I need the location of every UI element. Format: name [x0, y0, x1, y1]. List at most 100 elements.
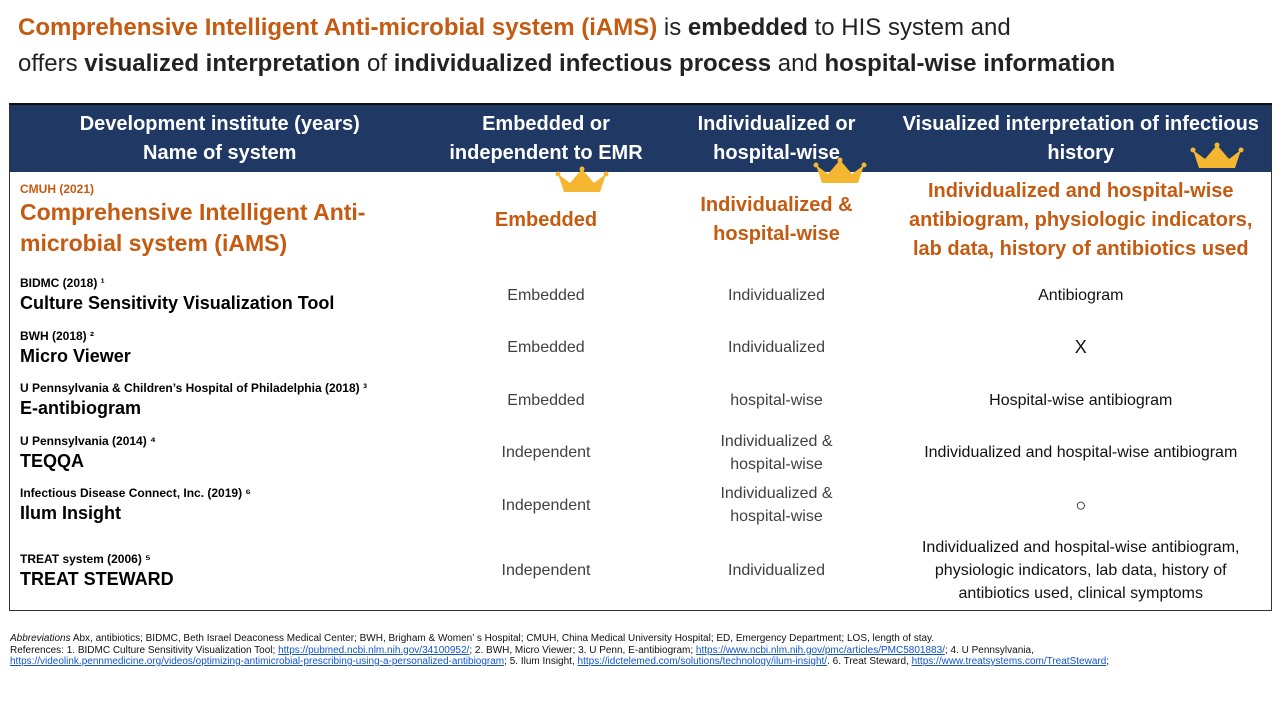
table-row: BWH (2018) ² Micro Viewer Embedded Individu… — [10, 322, 1272, 375]
reference-link[interactable]: https://www.treatsystems.com/TreatStewar… — [911, 656, 1107, 667]
cell-line: Hospital-wise antibiogram — [989, 391, 1173, 409]
table-row: CMUH (2021) Comprehensive Intelligent Ant… — [10, 172, 1272, 269]
scope-cell: Individualized — [663, 269, 891, 322]
institute-label: TREAT system (2006) ⁵ — [20, 551, 151, 566]
headline-line-1: Comprehensive Intelligent Anti-microbial… — [18, 10, 1268, 46]
visual-cell: ○ — [891, 479, 1272, 532]
cell-line: Individualized — [728, 339, 825, 357]
table-row: U Pennsylvania (2014) ⁴ TEQQA Independent I… — [10, 427, 1272, 480]
headline: Comprehensive Intelligent Anti-microbial… — [18, 10, 1268, 82]
system-cell: CMUH (2021) Comprehensive Intelligent Ant… — [10, 172, 430, 269]
institute-label: CMUH (2021) — [20, 182, 95, 197]
header-development-institute: Development institute (years) Name of sy… — [9, 103, 430, 172]
scope-cell: Individualized & hospital-wise — [663, 427, 891, 480]
embedded-cell: Embedded — [430, 269, 663, 322]
system-name: TREAT STEWARD — [20, 568, 174, 589]
table-header-row: Development institute (years) Name of sy… — [9, 103, 1272, 172]
emphasis-text: hospital-wise information — [824, 50, 1116, 77]
table-row: BIDMC (2018) ¹ Culture Sensitivity Visual… — [10, 269, 1272, 322]
cell-line: hospital-wise — [713, 223, 840, 246]
embedded-cell: Embedded — [430, 172, 663, 269]
reference-link[interactable]: https://idctelemed.com/solutions/technol… — [577, 656, 828, 667]
headline-line-2: offers visualized interpretation of indi… — [18, 46, 1268, 82]
system-name: Comprehensive Intelligent Anti-microbial… — [20, 199, 366, 257]
cell-line: Independent — [501, 444, 591, 462]
institute-label: BIDMC (2018) ¹ — [20, 276, 105, 291]
institute-label: BWH (2018) ² — [20, 328, 95, 343]
text-segment: offers — [18, 50, 85, 77]
text-segment: ; 5. Ilum Insight, — [504, 656, 578, 667]
cell-line: Embedded — [507, 286, 585, 304]
emphasis-text: individualized infectious process — [393, 50, 772, 77]
table-row: Infectious Disease Connect, Inc. (2019) … — [10, 479, 1272, 532]
system-cell: BWH (2018) ² Micro Viewer — [10, 322, 430, 375]
system-cell: BIDMC (2018) ¹ Culture Sensitivity Visual… — [10, 269, 430, 322]
institute-label: Infectious Disease Connect, Inc. (2019) … — [20, 486, 251, 501]
crown-icon — [555, 166, 609, 192]
system-name: Culture Sensitivity Visualization Tool — [20, 293, 335, 314]
cell-line: Independent — [501, 562, 591, 580]
cell-line: Individualized — [728, 562, 825, 580]
cell-line: physiologic indicators, lab data, histor… — [934, 562, 1227, 580]
visual-cell: Individualized and hospital-wise antibio… — [891, 427, 1272, 480]
cell-line: X — [1074, 337, 1087, 358]
header-embedded: Embedded or independent to EMR — [429, 103, 663, 172]
system-name: Micro Viewer — [20, 345, 131, 366]
visual-cell: Individualized and hospital-wise antibio… — [891, 532, 1272, 611]
cell-line: Individualized and hospital-wise antibio… — [921, 539, 1240, 557]
scope-cell: hospital-wise — [663, 374, 891, 427]
cell-line: hospital-wise — [730, 508, 823, 526]
scope-cell: Individualized — [663, 532, 891, 611]
text-segment: ; 2. BWH, Micro Viewer; 3. U Penn, E-ant… — [469, 644, 696, 656]
visual-cell: Hospital-wise antibiogram — [891, 374, 1272, 427]
text-segment: to HIS system and — [807, 14, 1011, 41]
embedded-cell: Independent — [430, 427, 663, 480]
text-segment: is — [657, 14, 688, 41]
comparison-table: Development institute (years) Name of sy… — [9, 103, 1272, 611]
cell-line: antibiogram, physiologic indicators, — [909, 208, 1253, 231]
cell-line: Individualized & — [700, 194, 853, 217]
institute-label: U Pennsylvania & Children’s Hospital of … — [20, 381, 367, 396]
cell-line: Individualized and hospital-wise antibio… — [924, 444, 1238, 462]
embedded-cell: Independent — [430, 532, 663, 611]
system-highlight: Comprehensive Intelligent Anti-microbial… — [18, 14, 658, 41]
system-cell: Infectious Disease Connect, Inc. (2019) … — [10, 479, 430, 532]
reference-link[interactable]: https://videolink.pennmedicine.org/video… — [10, 656, 505, 667]
cell-line: Individualized & — [720, 432, 833, 450]
abbreviations-line: Abbreviations Abx, antibiotics; BIDMC, B… — [10, 633, 935, 644]
emphasis-text: visualized interpretation — [84, 50, 361, 77]
crown-icon — [1190, 142, 1244, 168]
system-cell: TREAT system (2006) ⁵ TREAT STEWARD — [10, 532, 430, 611]
reference-link[interactable]: https://pubmed.ncbi.nlm.nih.gov/34100952… — [278, 644, 470, 656]
system-name: E-antibiogram — [20, 398, 142, 419]
cell-line: Individualized — [728, 286, 825, 304]
cell-line: Embedded — [507, 391, 585, 409]
footnotes: Abbreviations Abx, antibiotics; BIDMC, B… — [10, 633, 1260, 668]
scope-cell: Individualized & hospital-wise — [663, 172, 891, 269]
text-segment: ; 4. U Pennsylvania, — [944, 644, 1034, 656]
table-row: U Pennsylvania & Children’s Hospital of … — [10, 374, 1272, 427]
cell-line: antibiotics used, clinical symptoms — [958, 585, 1204, 603]
system-cell: U Pennsylvania & Children’s Hospital of … — [10, 374, 430, 427]
cell-line: hospital-wise — [730, 455, 823, 473]
cell-line: Embedded — [494, 208, 598, 231]
cell-line: hospital-wise — [730, 391, 823, 409]
system-name: TEQQA — [20, 450, 85, 471]
text-segment: of — [360, 50, 394, 77]
references-line: References: 1. BIDMC Culture Sensitivity… — [10, 645, 1260, 668]
reference-link[interactable]: https://www.ncbi.nlm.nih.gov/pmc/article… — [695, 644, 945, 656]
crown-icon — [813, 157, 867, 183]
cell-line: Antibiogram — [1038, 286, 1124, 304]
cell-line: ○ — [1075, 494, 1087, 515]
cell-line: Individualized and hospital-wise — [927, 179, 1234, 202]
cell-line: Embedded — [507, 339, 585, 357]
text-segment: and — [771, 50, 825, 77]
embedded-cell: Independent — [430, 479, 663, 532]
text-segment: . 6. Treat Steward, — [827, 656, 912, 667]
table-row: TREAT system (2006) ⁵ TREAT STEWARD Indepe… — [10, 532, 1272, 611]
system-name: Ilum Insight — [20, 503, 121, 524]
system-cell: U Pennsylvania (2014) ⁴ TEQQA — [10, 427, 430, 480]
institute-label: U Pennsylvania (2014) ⁴ — [20, 433, 156, 448]
visual-cell: Antibiogram — [891, 269, 1272, 322]
text-segment: ; — [1106, 656, 1110, 667]
